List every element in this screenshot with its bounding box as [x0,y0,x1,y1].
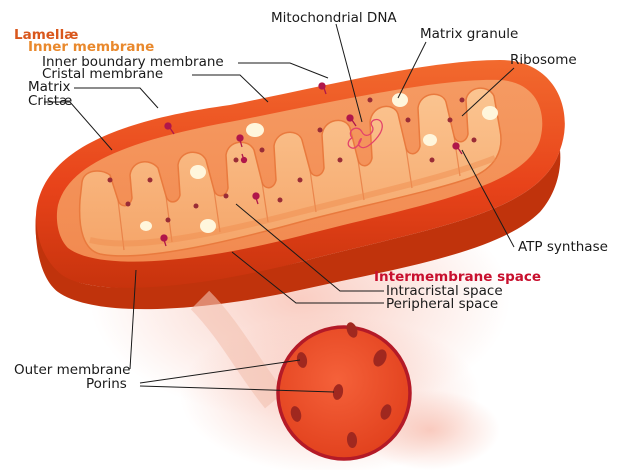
label-cristal-membrane: Cristal membrane [42,66,164,82]
label-intracristal-space: Intracristal space [386,283,503,299]
label-cristae: Cristæ [28,93,73,109]
label-porins: Porins [86,376,127,392]
atp-synthase-particles [160,82,463,247]
mitochondrial-dna-strand [347,118,383,149]
label-matrix-granule: Matrix granule [420,26,519,42]
label-inner-membrane: Inner membrane [28,39,155,55]
label-atp-synthase: ATP synthase [518,239,608,255]
ribosomes [107,97,477,223]
label-inner-boundary-membrane: Inner boundary membrane [42,54,224,70]
leader-lines [44,23,515,393]
label-ribosome: Ribosome [510,52,577,68]
label-intermembrane-space: Intermembrane space [374,269,542,285]
outer-membrane-zoom-circle [190,290,412,461]
label-lamellae: Lamellæ [14,27,79,43]
label-peripheral-space: Peripheral space [386,296,499,312]
label-matrix: Matrix [28,79,71,95]
label-outer-membrane: Outer membrane [14,362,131,378]
label-mitochondrial-dna: Mitochondrial DNA [271,10,397,26]
matrix-granules [140,93,498,233]
porin-holes [290,322,392,448]
